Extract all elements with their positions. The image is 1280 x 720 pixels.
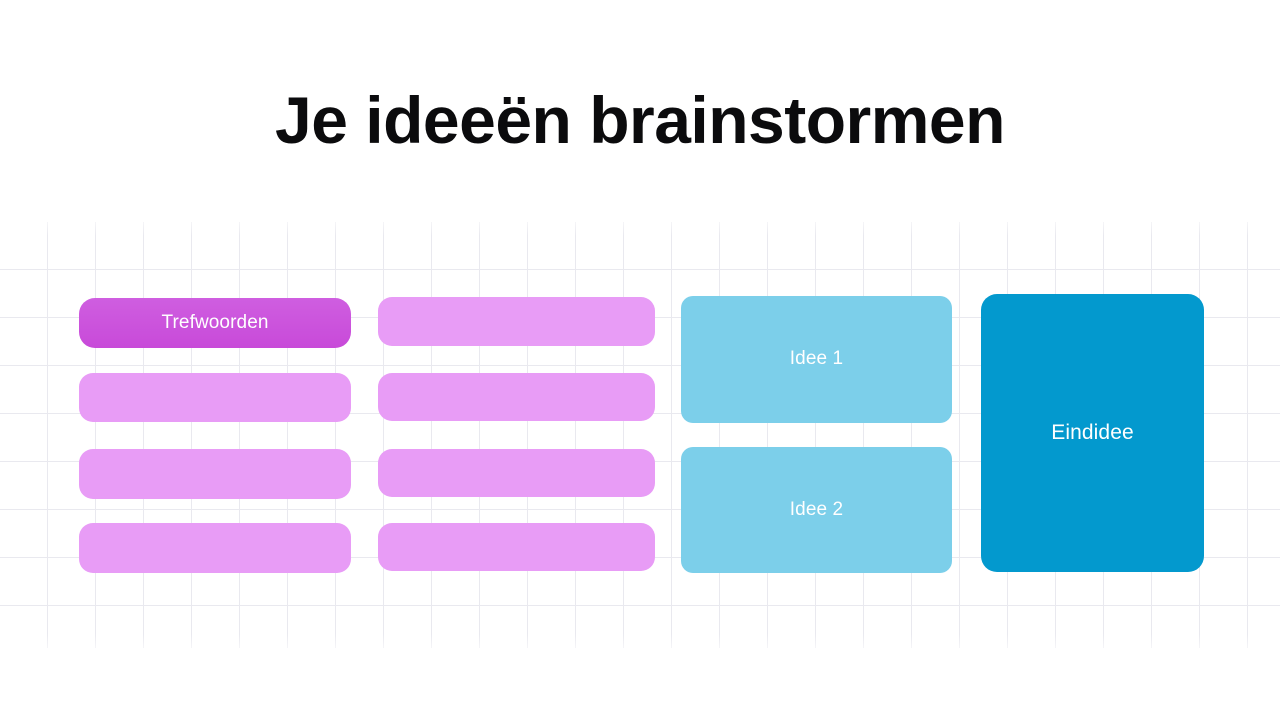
- keywords-column-2-card-4-blank[interactable]: [378, 523, 655, 571]
- final-column-card-1-eindidee[interactable]: Eindidee: [981, 294, 1204, 572]
- card-label: Eindidee: [1051, 421, 1134, 445]
- ideas-column-card-2-idee-2[interactable]: Idee 2: [681, 447, 952, 573]
- keywords-column-1-card-1-trefwoorden[interactable]: Trefwoorden: [79, 298, 351, 348]
- card-label: Idee 2: [789, 498, 844, 520]
- keywords-column-2-card-1-blank[interactable]: [378, 297, 655, 346]
- page-title: Je ideeën brainstormen: [275, 83, 1005, 157]
- keywords-column-1-card-2-blank[interactable]: [79, 373, 351, 422]
- keywords-column-1-card-3-blank[interactable]: [79, 449, 351, 499]
- ideas-column-card-1-idee-1[interactable]: Idee 1: [681, 296, 952, 423]
- keywords-column-2-card-2-blank[interactable]: [378, 373, 655, 421]
- card-label: Idee 1: [789, 348, 844, 370]
- card-label: Trefwoorden: [161, 311, 269, 333]
- keywords-column-1-card-4-blank[interactable]: [79, 523, 351, 573]
- keywords-column-2-card-3-blank[interactable]: [378, 449, 655, 497]
